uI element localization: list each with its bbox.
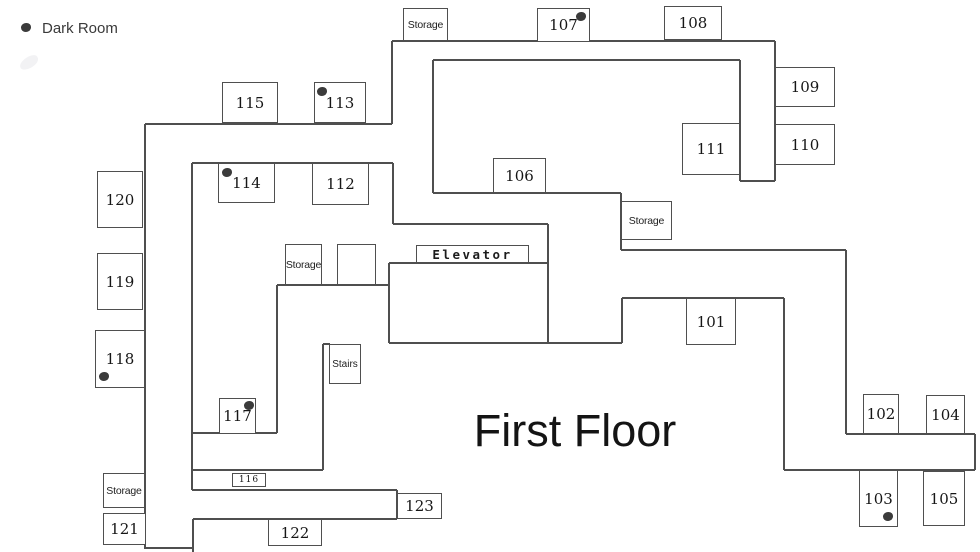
dark-room-dot (883, 512, 893, 521)
room-104: 104 (926, 395, 965, 434)
dark-room-dot (244, 401, 254, 410)
dark-room-dot (99, 372, 109, 381)
room-105: 105 (923, 471, 965, 526)
room-107: 107 (537, 8, 590, 42)
room-112: 112 (312, 163, 369, 205)
dark-room-dot (222, 168, 232, 177)
unlabeled-box (337, 244, 376, 285)
room-111: 111 (682, 123, 740, 175)
stairs: Stairs (329, 344, 361, 384)
dark-room-legend-dot (21, 23, 31, 32)
room-102: 102 (863, 394, 899, 434)
room-113: 113 (314, 82, 366, 123)
room-120: 120 (97, 171, 143, 228)
room-122: 122 (268, 519, 322, 546)
room-108: 108 (664, 6, 722, 40)
floor-title: First Floor (473, 405, 677, 456)
room-101: 101 (686, 298, 736, 345)
dark-room-legend-label: Dark Room (42, 19, 118, 37)
elevator: Elevator (416, 245, 529, 263)
room-115: 115 (222, 82, 278, 123)
room-121: 121 (103, 513, 146, 545)
dark-room-dot (317, 87, 327, 96)
storage-bottom-left: Storage (103, 473, 145, 508)
dark-room-dot (576, 12, 586, 21)
storage-top: Storage (403, 8, 448, 41)
room-110: 110 (775, 124, 835, 165)
room-119: 119 (97, 253, 143, 310)
storage-mid-right: Storage (621, 201, 672, 240)
storage-center: Storage (285, 244, 322, 285)
room-123: 123 (397, 493, 442, 519)
room-106: 106 (493, 158, 546, 193)
room-116: 116 (232, 473, 266, 487)
room-109: 109 (775, 67, 835, 107)
